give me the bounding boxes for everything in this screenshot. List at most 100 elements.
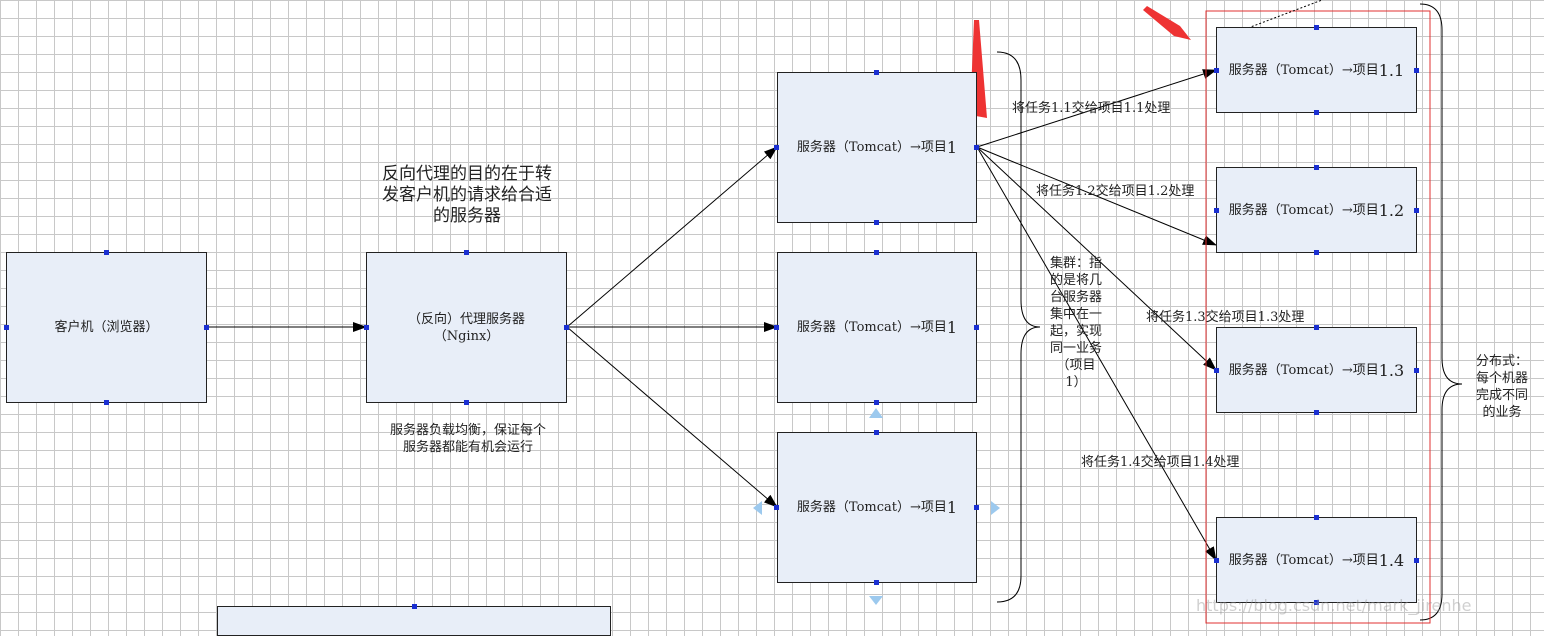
resize-hint-right [991, 501, 1000, 515]
cluster-bracket [996, 51, 1041, 603]
cluster-line5: 起，实现 [1049, 324, 1102, 339]
handle[interactable] [1214, 208, 1219, 213]
handle[interactable] [1214, 558, 1219, 563]
proxy-purpose-title: 反向代理的目的在于转 发客户机的请求给合适 的服务器 [362, 164, 572, 227]
handle[interactable] [1414, 208, 1419, 213]
cluster-line6: 同一业务 [1049, 341, 1102, 356]
arrow-task-4 [976, 146, 1217, 561]
distributed-bracket [1419, 3, 1463, 621]
client-box[interactable]: 客户机（浏览器） [6, 252, 207, 403]
handle[interactable] [774, 325, 779, 330]
resize-hint-bottom [869, 596, 883, 605]
load-balance-note: 服务器负载均衡，保证每个 服务器都能有机会运行 [372, 422, 564, 456]
dist-line3: 完成不同 [1475, 388, 1528, 403]
dist-2-text: 服务器（Tomcat）→项目 [1228, 202, 1379, 218]
handle[interactable] [974, 325, 979, 330]
handle[interactable] [1314, 110, 1319, 115]
cluster-line1: 集群：指 [1049, 256, 1102, 271]
handle[interactable] [1314, 325, 1319, 330]
dist-2-num: 1.2 [1378, 200, 1405, 220]
cluster-line3: 台服务器 [1049, 290, 1102, 305]
handle[interactable] [874, 220, 879, 225]
load-balance-line1: 服务器负载均衡，保证每个 [389, 423, 546, 438]
arrow-task-1 [976, 69, 1217, 148]
handle[interactable] [1314, 25, 1319, 30]
proxy-title-line3: 的服务器 [433, 206, 501, 226]
dist-4-text: 服务器（Tomcat）→项目 [1228, 552, 1379, 568]
handle[interactable] [1314, 600, 1319, 605]
handle[interactable] [874, 250, 879, 255]
handle[interactable] [1314, 250, 1319, 255]
handle[interactable] [412, 604, 417, 609]
handle[interactable] [774, 145, 779, 150]
proxy-label-line2: （Nginx） [433, 328, 500, 344]
proxy-box[interactable]: （反向）代理服务器 （Nginx） [366, 252, 567, 403]
handle[interactable] [204, 325, 209, 330]
dist-line1: 分布式： [1475, 354, 1528, 369]
client-label: 客户机（浏览器） [54, 320, 159, 335]
task-label-2: 将任务1.2交给项目1.2处理 [1036, 184, 1195, 199]
dist-line2: 每个机器 [1475, 371, 1528, 386]
proxy-title-line2: 发客户机的请求给合适 [382, 185, 552, 205]
tomcat-1-text: 服务器（Tomcat）→项目 [796, 140, 947, 155]
handle[interactable] [1314, 515, 1319, 520]
handle[interactable] [774, 505, 779, 510]
handle[interactable] [874, 580, 879, 585]
cluster-line2: 的是将几 [1049, 273, 1102, 288]
distributed-frame [1205, 10, 1431, 624]
handle[interactable] [1414, 368, 1419, 373]
tomcat-3-text: 服务器（Tomcat）→项目 [796, 500, 947, 515]
handle[interactable] [1214, 68, 1219, 73]
proxy-label-line1: （反向）代理服务器 [407, 311, 525, 327]
handle[interactable] [104, 400, 109, 405]
dist-3-text: 服务器（Tomcat）→项目 [1228, 362, 1379, 378]
tomcat-1-num: 1 [946, 138, 958, 157]
task-label-3: 将任务1.3交给项目1.3处理 [1146, 310, 1305, 325]
tomcat-2-num: 1 [946, 318, 958, 337]
cluster-line7: （项目 [1056, 358, 1096, 373]
dist-1-num: 1.1 [1378, 60, 1405, 80]
handle[interactable] [564, 325, 569, 330]
handle[interactable] [1214, 368, 1219, 373]
handle[interactable] [1414, 68, 1419, 73]
tomcat-3-num: 1 [946, 498, 958, 517]
dist-line4: 的业务 [1482, 405, 1522, 420]
handle[interactable] [1314, 410, 1319, 415]
red-arrow-diag [1143, 6, 1191, 40]
arrow-proxy-tomcat-c [566, 326, 778, 508]
handle[interactable] [4, 325, 9, 330]
handle[interactable] [874, 430, 879, 435]
arrow-task-3 [976, 146, 1217, 371]
handle[interactable] [464, 250, 469, 255]
handle[interactable] [364, 325, 369, 330]
arrow-proxy-tomcat-a [566, 146, 778, 328]
handle[interactable] [974, 145, 979, 150]
task-label-4: 将任务1.4交给项目1.4处理 [1081, 455, 1240, 470]
dist-3-num: 1.3 [1378, 360, 1405, 380]
watermark: https://blog.csdn.net/mark_jirenhe [1196, 596, 1472, 615]
cluster-line8: 1） [1065, 375, 1087, 390]
cluster-line4: 集中在一 [1049, 307, 1102, 322]
cluster-note: 集群：指 的是将几 台服务器 集中在一 起，实现 同一业务 （项目 1） [1044, 255, 1108, 391]
handle[interactable] [104, 250, 109, 255]
handle[interactable] [874, 400, 879, 405]
handle[interactable] [1314, 165, 1319, 170]
handle[interactable] [874, 70, 879, 75]
distributed-note: 分布式： 每个机器 完成不同 的业务 [1466, 353, 1538, 421]
handle[interactable] [464, 400, 469, 405]
task-label-1: 将任务1.1交给项目1.1处理 [1012, 101, 1171, 116]
dashed-line [1247, 0, 1323, 29]
dist-4-num: 1.4 [1378, 550, 1405, 570]
partial-box[interactable] [217, 606, 611, 636]
arrow-task-2 [976, 146, 1217, 246]
handle[interactable] [974, 505, 979, 510]
load-balance-line2: 服务器都能有机会运行 [402, 440, 533, 455]
handle[interactable] [1414, 558, 1419, 563]
